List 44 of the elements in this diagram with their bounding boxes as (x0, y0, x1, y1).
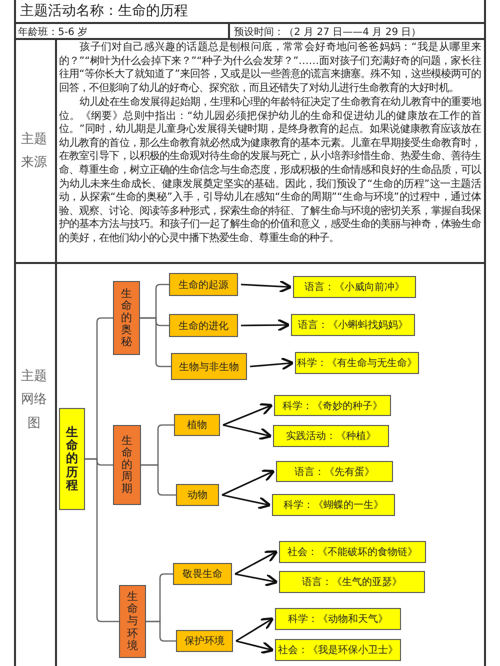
arrow (222, 424, 272, 440)
topic-box: 敬畏生命 (173, 563, 232, 585)
activity-box: 语言：《生气的亚瑟》 (279, 571, 425, 593)
row-heading: 主题来源 (21, 131, 47, 172)
activity-box: 语言：《先有蛋》 (276, 461, 393, 482)
table-title: 主题活动名称：生命的历程 (20, 2, 188, 20)
row-heading: 主题网络图 (21, 368, 47, 433)
bracket-line (85, 458, 119, 622)
topic-box: 保护环境 (176, 630, 233, 652)
arrow (236, 640, 274, 654)
bracket-line (146, 620, 176, 642)
activity-box: 科学：《奇妙的种子》 (274, 395, 391, 416)
activity-box: 社会：《不能破坏的食物链》 (279, 541, 426, 563)
topic-box: 植物 (174, 414, 220, 436)
arrow (222, 494, 272, 510)
activity-box: 实践活动：《种植》 (273, 425, 389, 447)
topic-box: 生命的进化 (169, 314, 238, 337)
paragraph: 幼儿处在生命发展得起始期，生理和心理的年龄特征决定了生命教育在幼儿教育中的重要地位。《纲要》总则中指出：“幼儿园必须把保护幼儿的生命和促进幼儿的健康放在工作的首位。”同时，幼儿期是儿童身心发展得关键时期，是终身教育的起点。如果说健康教育应该放在幼儿教育的首位，那么生命教育就必然成为健康教育的基本元素。儿童在早期接受生命教育时，在教室引导下，以积极的生命观对待生命的发展与死亡，从小培养珍惜生命、热爱生命、善待生命、尊重生命，树立正确的生命信念与生命态度，形成积极的生命情感和良好的生命品质，可以为幼儿未来生命成长、健康发展奠定坚实的基础。因此，我们预设了“生命的历程”这一主题活动，从探索“生命的奥秘”入手，引导幼儿在感知“生命的周期”“生命与环境”的过程中，通过体验、观察、讨论、阅读等多种形式，探索生命的特征、了解生命与环境的密切关系，掌握自我保护的基本方法与技巧。和孩子们一起了解生命的价值和意义，感受生命的美丽与神奇，体验生命的美好，在他们幼小的心灵中播下热爱生命、尊重生命的种子。 (59, 96, 481, 246)
bracket-line (140, 317, 171, 368)
bracket-line (141, 464, 176, 496)
subtheme-box: 生命与环境 (119, 585, 146, 658)
topic-box: 生命的起源 (169, 273, 238, 296)
activity-box: 科学：《蝴蝶的一生》 (272, 494, 395, 516)
arrow (222, 402, 274, 426)
arrow (236, 617, 274, 642)
arrow (234, 550, 278, 575)
activity-box: 科学：《动物和天气》 (275, 608, 401, 630)
arrow (241, 318, 290, 332)
arrow (222, 470, 276, 496)
arrow (240, 280, 292, 294)
activity-box: 科学：《有生命与无生命》 (295, 352, 419, 374)
paragraph: 孩子们对自己感兴趣的话题总是刨根问底，常常会好奇地问爸爸妈妈：“我是从哪里来的？”“树叶为什么会掉下来？”“种子为什么会发芽？”……面对孩子们充满好奇的问题，家长往往用“等你长大了就知道了”来回答，又或是以一些善意的谎言来搪塞。殊不知，这些模棱两可的回答，不但影响了幼儿的好奇心、探究欲，而且还错失了对幼儿进行生命教育的大好时机。 (59, 41, 481, 96)
subtheme-box: 生命的奥秘 (113, 281, 140, 355)
arrow (250, 357, 294, 371)
subtheme-box: 生命的周期 (113, 425, 141, 505)
activity-box: 语言：《小蝌蚪找妈妈》 (291, 314, 415, 336)
topic-box: 动物 (176, 484, 219, 506)
arrow (234, 573, 278, 587)
topic-box: 生物与非生物 (171, 353, 247, 380)
age-group-text: 年龄班：5-6 岁 (18, 26, 88, 39)
theme-box: 生命的历程 (59, 408, 85, 510)
schedule-text: 预设时间：（2 月 27 日——4 月 29 日） (234, 26, 422, 39)
activity-box: 语言：《小威向前冲》 (293, 276, 416, 298)
activity-box: 社会：《我是环保小卫士》 (275, 639, 401, 661)
